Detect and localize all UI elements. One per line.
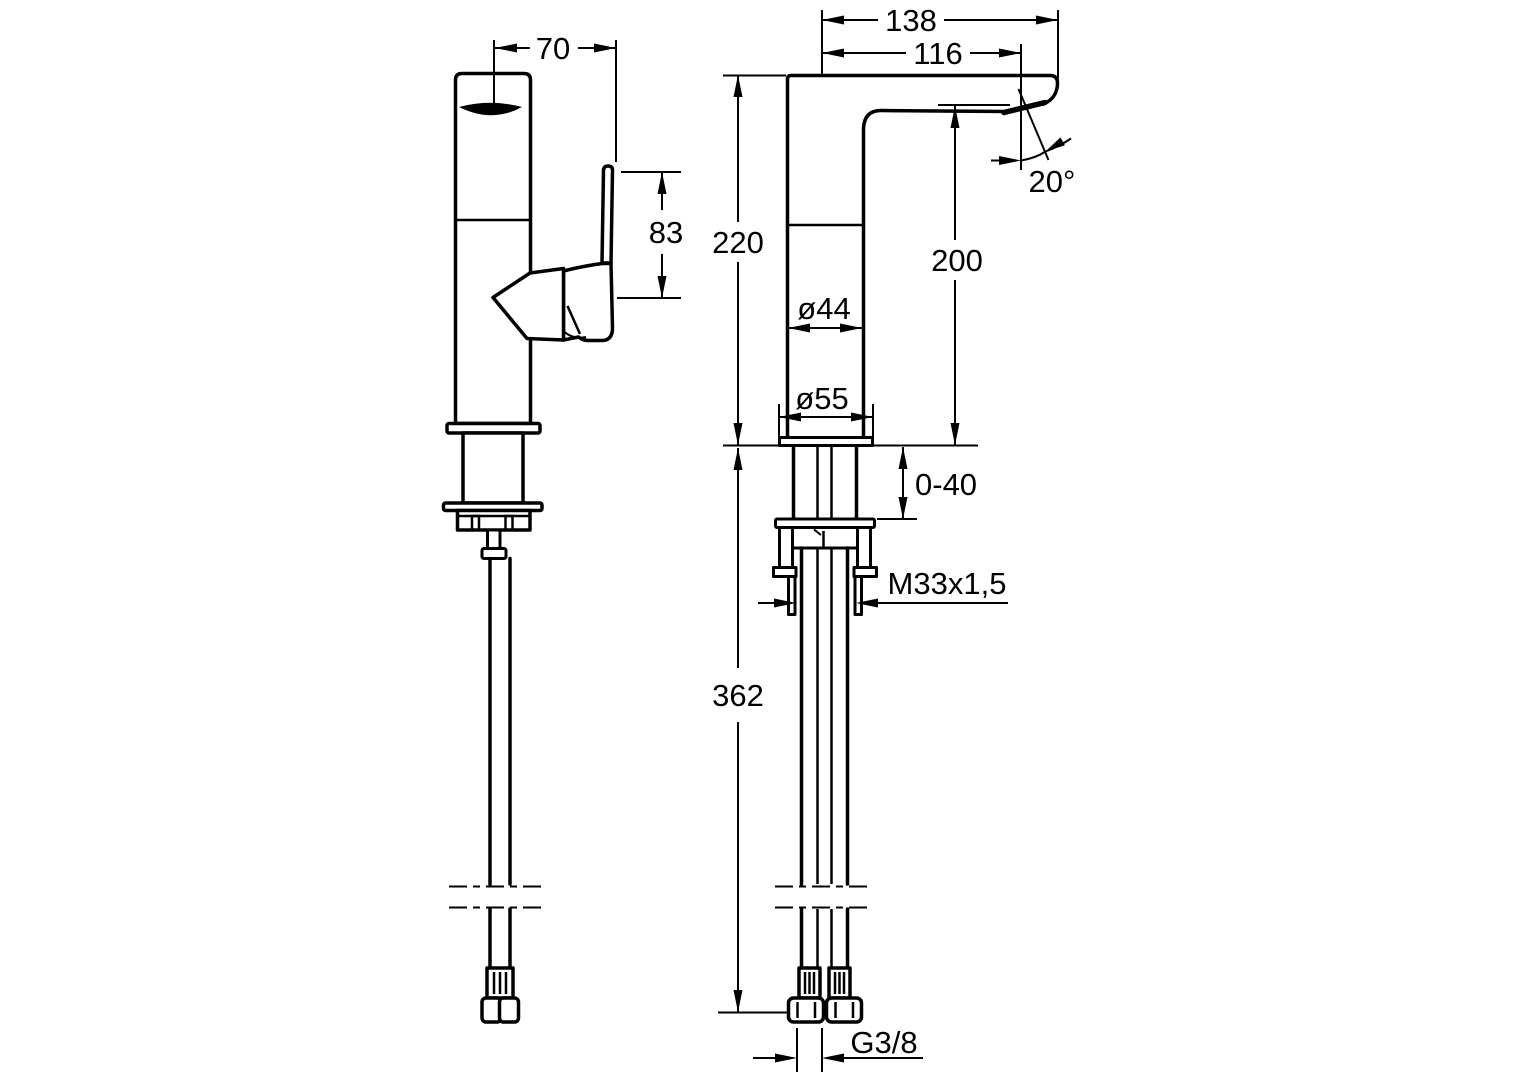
arrowhead: [733, 990, 743, 1012]
arrowhead: [898, 447, 908, 469]
angle-arc: [1020, 150, 1047, 162]
spout-underside: [861, 108, 1008, 440]
dimension-base-diameter: ø55: [778, 381, 874, 441]
arrowhead: [733, 75, 743, 97]
dim-label-138: 138: [885, 3, 937, 38]
dim-label-83: 83: [649, 215, 683, 250]
dim-label-220: 220: [712, 225, 764, 260]
dimension-spout-reach-outlet: 116: [822, 36, 1022, 170]
spout-outlet-opening: [459, 102, 522, 116]
angle-ref-line: [1017, 88, 1050, 161]
arrowhead: [822, 15, 844, 25]
arrowhead: [840, 323, 862, 333]
arrowhead: [495, 43, 517, 53]
arrowhead: [733, 448, 743, 470]
handle-lever-blade: [600, 164, 615, 265]
clamp-right-stud: [853, 575, 863, 616]
lock-nut-body: [790, 526, 860, 550]
dimension-deck-range: 0-40: [877, 447, 977, 520]
hose-hex-nut-front-right: [824, 996, 864, 1024]
dim-label-200: 200: [931, 243, 983, 278]
dimension-outlet-angle: 20°: [991, 88, 1076, 199]
clamp-left-bar: [778, 526, 794, 569]
dim-label-116: 116: [913, 36, 962, 71]
arrowhead: [733, 423, 743, 445]
handle-body: [561, 261, 615, 343]
lock-nut-tick: [813, 528, 822, 536]
dim-label-70: 70: [536, 31, 570, 66]
arrowhead: [774, 598, 796, 608]
arrowhead: [1036, 15, 1058, 25]
arrowhead: [851, 412, 873, 422]
dim-label-m33: M33x1,5: [888, 566, 1007, 601]
arrowhead: [950, 423, 960, 445]
side-view: 70 83: [441, 31, 683, 1024]
arrowhead: [594, 43, 616, 53]
arrowhead: [822, 1053, 844, 1063]
arrowhead: [657, 172, 667, 194]
dimension-outlet-height: 200: [931, 104, 1010, 445]
arrowhead: [779, 412, 801, 422]
faucet-body-side: [453, 71, 533, 426]
clamp-right-foot: [852, 566, 878, 578]
handle-connector: [491, 266, 566, 342]
dimension-handle-height: 83: [617, 171, 683, 299]
dimension-handle-offset: 70: [493, 31, 617, 162]
mounting-nut-side: [455, 508, 532, 532]
dim-label-20deg: 20°: [1029, 164, 1076, 199]
faucet-outline-front: [785, 73, 1060, 440]
clamp-left-stud: [787, 575, 797, 616]
clamp-right-bar: [856, 526, 872, 569]
base-neck-side: [461, 431, 525, 505]
stud-nut-side: [480, 547, 508, 560]
hose-hex-nut-side-b: [497, 996, 521, 1024]
dimension-body-diameter: ø44: [788, 291, 862, 333]
clamp-left-foot: [772, 566, 798, 578]
arrowhead: [788, 323, 810, 333]
dimension-spout-reach-total: 138: [821, 3, 1059, 79]
dim-label-362: 362: [712, 678, 764, 713]
handle-detail-line: [566, 305, 582, 335]
dimension-hose-length: 362: [712, 448, 790, 1014]
dim-label-d44: ø44: [797, 291, 850, 326]
dimension-shank-thread: M33x1,5: [758, 566, 1008, 608]
arrowhead: [657, 276, 667, 298]
dim-label-d55: ø55: [795, 381, 848, 416]
arrowhead: [775, 1053, 797, 1063]
aerator-face: [1001, 99, 1048, 116]
arrowhead: [999, 156, 1021, 165]
dim-label-0-40: 0-40: [915, 467, 977, 502]
mounting-stud-side: [486, 528, 502, 550]
dimension-total-height: 220: [712, 74, 786, 445]
nut-slot-left: [470, 514, 481, 532]
supply-hoses: [799, 546, 850, 886]
arrowhead: [999, 48, 1021, 58]
arrowhead: [822, 48, 844, 58]
arrowhead: [1045, 137, 1065, 152]
arrowhead: [950, 106, 960, 128]
nut-slot-right: [504, 514, 514, 532]
arrowhead: [898, 497, 908, 519]
arrowhead: [856, 598, 878, 608]
dim-label-g38: G3/8: [850, 1025, 917, 1060]
front-view: 138 116 20° 220: [712, 3, 1075, 1072]
hose-hex-nut-front-left: [786, 996, 826, 1024]
angle-arc-tail: [1045, 137, 1072, 153]
dimension-hose-thread: G3/8: [753, 1025, 923, 1072]
supply-hoses-lower: [799, 907, 850, 970]
